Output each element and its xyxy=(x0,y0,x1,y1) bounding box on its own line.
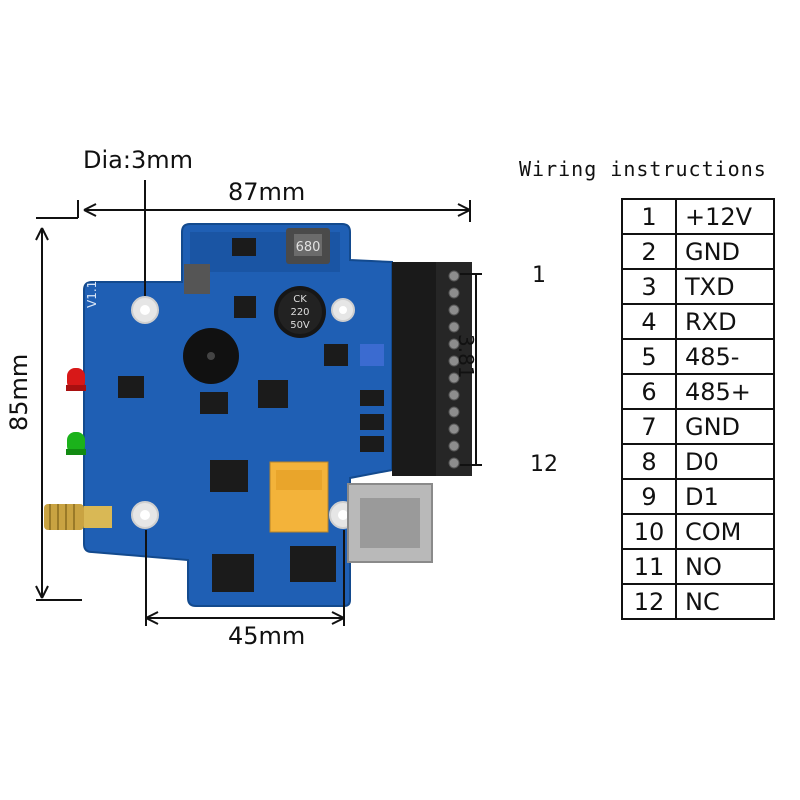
pin-number: 11 xyxy=(621,548,677,585)
pin-number: 1 xyxy=(621,198,677,235)
terminal-last-label: 12 xyxy=(530,452,558,477)
version-label: V1.1 xyxy=(85,281,99,308)
pin-signal: GND xyxy=(675,233,775,270)
pin-signal: NC xyxy=(675,583,775,620)
pin-number: 5 xyxy=(621,338,677,375)
height-dimension-line xyxy=(35,227,82,601)
pin-number: 2 xyxy=(621,233,677,270)
ethernet-jack xyxy=(347,483,433,563)
pin-signal: NO xyxy=(675,548,775,585)
ic-chip xyxy=(258,380,288,408)
pin-number: 8 xyxy=(621,443,677,480)
relay xyxy=(269,461,329,533)
wiring-row: 1+12V xyxy=(621,198,775,235)
ic-chip xyxy=(210,460,248,492)
mounting-hole xyxy=(131,501,159,529)
pitch-indicator xyxy=(460,273,482,466)
inductor-label: 680 xyxy=(296,240,321,255)
green-led xyxy=(66,432,86,455)
pin-signal: D0 xyxy=(675,443,775,480)
ic-chip xyxy=(118,376,144,398)
terminal-first-label: 1 xyxy=(532,263,546,288)
ic-chip xyxy=(324,344,348,366)
ic-chip xyxy=(212,554,254,592)
ic-chip xyxy=(234,296,256,318)
pin-number: 3 xyxy=(621,268,677,305)
buzzer xyxy=(183,328,239,384)
ic-chip xyxy=(360,390,384,406)
pin-signal: TXD xyxy=(675,268,775,305)
capacitor-label-2: 220 xyxy=(290,307,309,318)
diameter-label: Dia:3mm xyxy=(83,146,193,174)
pin-signal: D1 xyxy=(675,478,775,515)
red-led xyxy=(66,368,86,391)
diode xyxy=(360,344,384,366)
wiring-title: Wiring instructions xyxy=(519,157,767,181)
capacitor-label-3: 50V xyxy=(290,320,310,331)
height-label: 85mm xyxy=(5,353,33,431)
ic-chip xyxy=(360,414,384,430)
hole-spacing-label: 45mm xyxy=(228,622,306,650)
pin-signal: 485- xyxy=(675,338,775,375)
pin-number: 7 xyxy=(621,408,677,445)
ic-chip xyxy=(290,546,336,582)
width-label: 87mm xyxy=(228,178,306,206)
width-dimension-line xyxy=(36,200,471,222)
small-inductor xyxy=(184,264,210,294)
pitch-label: 3.81 xyxy=(454,334,478,379)
pin-signal: +12V xyxy=(675,198,775,235)
ic-chip xyxy=(232,238,256,256)
ic-chip xyxy=(360,436,384,452)
pcb-board xyxy=(83,223,393,607)
hole-spacing-dimension-line xyxy=(145,530,345,626)
pin-number: 10 xyxy=(621,513,677,550)
pin-signal: 485+ xyxy=(675,373,775,410)
pin-number: 4 xyxy=(621,303,677,340)
pin-number: 6 xyxy=(621,373,677,410)
pin-signal: RXD xyxy=(675,303,775,340)
mounting-hole xyxy=(331,298,355,322)
pin-number: 9 xyxy=(621,478,677,515)
ic-chip xyxy=(200,392,228,414)
capacitor: CK 220 50V xyxy=(274,286,326,338)
terminal-block xyxy=(392,262,472,476)
terminal-screws xyxy=(448,270,460,469)
pin-signal: GND xyxy=(675,408,775,445)
antenna-connector xyxy=(44,504,112,530)
pin-number: 12 xyxy=(621,583,677,620)
pin-signal: COM xyxy=(675,513,775,550)
capacitor-label-1: CK xyxy=(293,294,307,305)
mounting-hole xyxy=(131,296,159,324)
